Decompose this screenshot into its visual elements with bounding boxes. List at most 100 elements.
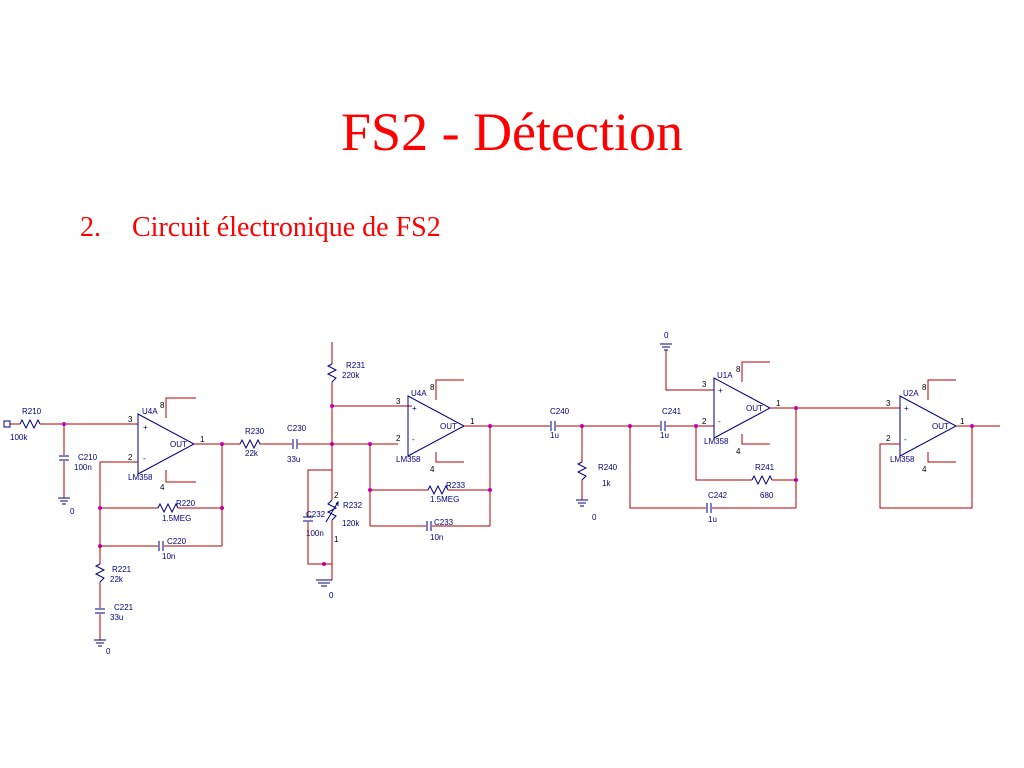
pin-label: 1 [334,535,339,544]
resistor-r210 [19,418,41,430]
u2a-plus: + [904,404,909,413]
ground-label: 0 [106,647,111,656]
c242-value: 1u [708,515,717,524]
resistor-r231 [326,363,338,383]
u1a-ref: U1A [717,371,733,380]
u4a-model: LM358 [128,473,153,482]
pin-label: 1 [200,435,205,444]
stage-3-coupling: C240 1u R240 1k 0 [550,407,660,522]
u2a-out-label: OUT [932,422,949,431]
r232-ref: R232 [343,501,363,510]
c240-ref: C240 [550,407,570,416]
u4a-ref: U4A [142,407,158,416]
resistor-r233 [427,484,449,496]
opamp-u1a: U1A LM358 OUT + - 3 2 1 8 4 [702,361,781,456]
ground-symbol [316,579,332,587]
pin-label: 8 [430,383,435,392]
u4a-ref: U4A [411,389,427,398]
pin-label: 2 [702,417,707,426]
pin-label: 8 [922,383,927,392]
ground-symbol [660,343,672,351]
u2a-ref: U2A [903,389,919,398]
r240-value: 1k [602,479,611,488]
r221-ref: R221 [112,565,132,574]
opamp-u4a-stage1: U4A LM358 OUT + - 3 2 1 8 4 [128,397,205,492]
pin-label: 4 [430,465,435,474]
c233-value: 10n [430,533,443,542]
slide-title: FS2 - Détection [341,102,683,162]
c232-value: 100n [306,529,324,538]
pin-label: 1 [960,417,965,426]
r220-ref: R220 [176,499,196,508]
ground-symbol [576,499,588,507]
u4a-plus: + [143,423,148,432]
ground-symbol [94,639,106,647]
stage-2-amplifier: R230 22k C230 33u R231 220k 2 1 R232 120… [239,342,550,600]
pin-label: 8 [736,365,741,374]
pin-label: 3 [396,397,401,406]
c230-ref: C230 [287,424,307,433]
resistor-r221 [94,563,106,583]
pin-label: 2 [334,491,339,500]
pin-label: 3 [702,380,707,389]
resistor-r241 [751,474,773,486]
pin-label: 2 [396,434,401,443]
c220-ref: C220 [167,537,187,546]
pin-label: 2 [886,434,891,443]
pin-label: 2 [128,453,133,462]
u1a-plus: + [718,386,723,395]
r240-ref: R240 [598,463,618,472]
u1a-minus: - [718,417,721,426]
u2a-minus: - [904,435,907,444]
pin-label: 4 [160,483,165,492]
ground-label: 0 [664,331,669,340]
c241-ref: C241 [662,407,682,416]
u4a-minus: - [412,435,415,444]
pin-label: 4 [922,465,927,474]
r231-ref: R231 [346,361,366,370]
c210-value: 100n [74,463,92,472]
input-terminal [3,420,11,428]
c221-ref: C221 [114,603,134,612]
r220-value: 1.5MEG [162,514,191,523]
ground-label: 0 [329,591,334,600]
r233-value: 1.5MEG [430,495,459,504]
pin-label: 1 [470,417,475,426]
resistor-r230 [239,438,261,450]
u1a-model: LM358 [704,437,729,446]
r241-value: 680 [760,491,774,500]
r241-ref: R241 [755,463,775,472]
r230-value: 22k [245,449,259,458]
u4a-out-label: OUT [170,440,187,449]
pin-label: 3 [886,399,891,408]
u1a-out-label: OUT [746,404,763,413]
stage-4-amplifier: C241 1u 0 U1A LM358 OUT + - 3 2 1 8 4 [629,331,900,524]
c210-ref: C210 [78,453,98,462]
c232-ref: C232 [306,510,326,519]
r230-ref: R230 [245,427,265,436]
u4a-out-label: OUT [440,422,457,431]
r221-value: 22k [110,575,124,584]
u4a-minus: - [143,454,146,463]
opamp-u4a-stage2: U4A LM358 OUT + - 3 2 1 8 4 [396,379,475,474]
u4a-model: LM358 [396,455,421,464]
bullet-item: 2.Circuit électronique de FS2 [80,212,441,244]
r232-value: 120k [342,519,360,528]
u4a-plus: + [412,404,417,413]
r210-value: 100k [10,433,28,442]
bullet-number: 2. [80,212,101,243]
c241-value: 1u [660,431,669,440]
resistor-r240 [576,461,588,481]
ground-label: 0 [592,513,597,522]
opamp-u2a: U2A LM358 OUT + - 3 2 1 8 4 [886,379,965,474]
potentiometer-r232 [326,499,338,521]
c221-value: 33u [110,613,123,622]
c230-value: 33u [287,455,300,464]
pin-label: 1 [776,399,781,408]
pin-label: 3 [128,415,133,424]
c233-ref: C233 [434,518,454,527]
ground-symbol [58,497,70,505]
r210-ref: R210 [22,407,42,416]
stage-5-follower: U2A LM358 OUT + - 3 2 1 8 4 [879,379,1000,509]
